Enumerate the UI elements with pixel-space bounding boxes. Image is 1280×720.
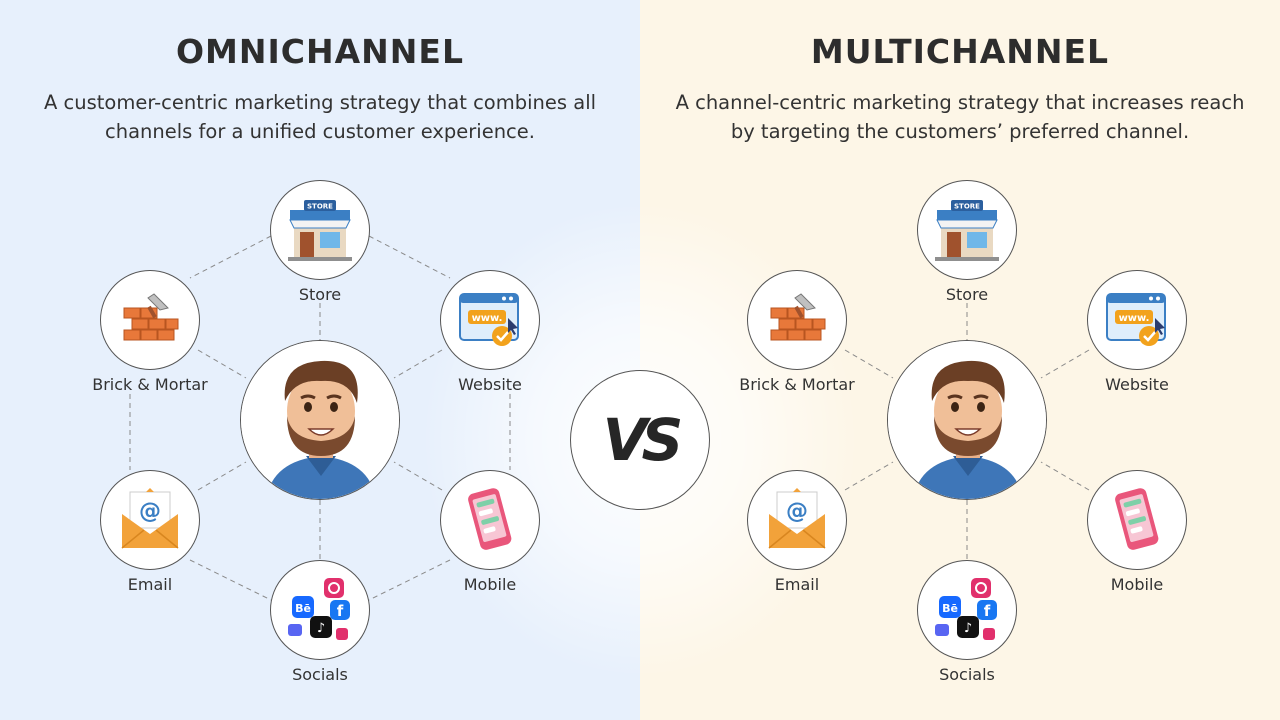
svg-text:f: f [337,602,344,620]
omni-email-node: @ [100,470,200,570]
social-media-icon: Bē f ♪ [935,578,997,640]
multi-socials-label: Socials [939,665,995,684]
omni-store-label: Store [298,285,342,304]
svg-text:STORE: STORE [954,203,980,211]
svg-text:Bē: Bē [942,602,958,615]
brick-wall-icon [770,293,826,341]
omnichannel-title: OMNICHANNEL [176,32,464,71]
store-icon: STORE [935,200,999,261]
omni-brick-label: Brick & Mortar [92,375,208,394]
store-icon: STORE [288,200,352,261]
omni-mobile-node [440,470,540,570]
omni-website-label: Website [458,375,522,394]
omni-socials-node: Bē f ♪ [270,560,370,660]
multi-store-node: STORE [917,180,1017,280]
website-icon: www. [1106,293,1166,346]
multi-mobile-node [1087,470,1187,570]
multi-mobile-label: Mobile [1110,575,1164,594]
multi-website-node: www. [1087,270,1187,370]
email-icon: @ [121,488,179,549]
svg-text:@: @ [786,499,808,524]
multi-customer-avatar [887,340,1047,500]
svg-text:♪: ♪ [317,621,325,636]
omni-customer-avatar [240,340,400,500]
multi-store-label: Store [945,285,989,304]
email-icon: @ [768,488,826,549]
multichannel-description: A channel-centric marketing strategy tha… [675,91,1245,143]
svg-text:www.: www. [472,313,503,324]
omni-store-node: STORE [270,180,370,280]
versus-label: VS [602,406,684,474]
versus-badge: VS [570,370,710,510]
customer-avatar-icon [888,341,1046,499]
svg-text:@: @ [139,499,161,524]
multichannel-title: MULTICHANNEL [810,32,1110,71]
svg-text:www.: www. [1119,313,1150,324]
mobile-phone-icon [1115,488,1159,550]
omni-brick-node [100,270,200,370]
multi-email-node: @ [747,470,847,570]
svg-text:f: f [984,602,991,620]
svg-text:STORE: STORE [307,203,333,211]
multi-website-label: Website [1105,375,1169,394]
multi-brick-node [747,270,847,370]
multi-email-label: Email [774,575,820,594]
multi-brick-label: Brick & Mortar [739,375,855,394]
omni-email-label: Email [127,575,173,594]
omni-socials-label: Socials [292,665,348,684]
mobile-phone-icon [468,488,512,550]
customer-avatar-icon [241,341,399,499]
brick-wall-icon [123,293,179,341]
svg-text:Bē: Bē [295,602,311,615]
website-icon: www. [459,293,519,346]
omni-website-node: www. [440,270,540,370]
svg-text:♪: ♪ [964,621,972,636]
social-media-icon: Bē f ♪ [288,578,350,640]
multi-socials-node: Bē f ♪ [917,560,1017,660]
omni-mobile-label: Mobile [463,575,517,594]
omnichannel-description: A customer-centric marketing strategy th… [43,91,597,143]
